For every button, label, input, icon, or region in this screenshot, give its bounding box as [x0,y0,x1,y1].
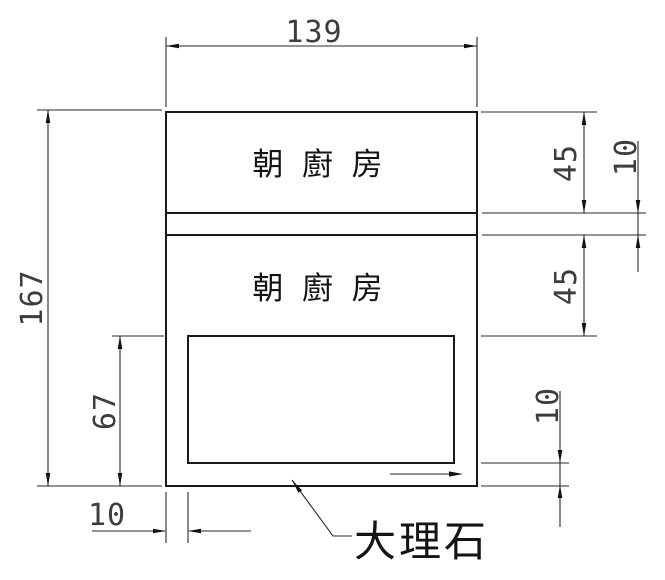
arrowhead-up-icon [581,112,587,125]
arrowhead-down-icon [581,323,587,336]
arrowhead-up-icon [635,235,641,248]
dim-text-panel-gap: 10 [609,138,644,176]
dim-text-left-edge: 10 [88,498,126,533]
dim-opening-height: 67 [88,335,164,486]
arrowhead-down-icon [635,200,641,213]
arrowhead-upleft-icon [292,480,302,493]
marble-direction-arrow [390,471,463,477]
marble-leader: 大理石 [291,479,489,565]
dim-text-bottom-edge: 10 [531,387,566,425]
dim-overall-width: 139 [165,15,478,107]
marble-opening-rect [187,335,455,464]
arrowhead-right-icon [153,528,166,534]
dim-middle-panel: 45 [481,235,597,337]
arrowhead-down-icon [557,450,563,463]
dim-bottom-edge: 10 [481,387,569,527]
arrowhead-left-icon [188,528,201,534]
arrowhead-left-icon [166,43,179,49]
cabinet-outline [165,111,478,487]
dim-text-overall-height: 167 [15,269,50,326]
arrowhead-up-icon [117,336,123,349]
arrowhead-down-icon [581,200,587,213]
material-label: 大理石 [354,518,489,565]
arrowhead-right-icon [449,471,463,477]
dim-text-opening-height: 67 [88,392,123,430]
dim-top-panel: 45 [481,111,646,214]
dim-panel-gap: 10 [482,138,646,272]
room-label-top: 朝 廚 房 [252,147,387,182]
dim-text-overall-width: 139 [285,15,342,50]
outer-cabinet-rect [165,111,478,487]
arrowhead-up-icon [45,110,51,123]
arrowhead-down-icon [45,473,51,486]
arrowhead-down-icon [117,473,123,486]
dim-left-edge: 10 [88,492,251,543]
dim-overall-height: 167 [15,109,162,487]
dim-text-middle-panel: 45 [549,267,584,305]
arrowhead-right-icon [464,43,477,49]
arrowhead-up-icon [557,485,563,498]
room-label-middle: 朝 廚 房 [252,271,387,306]
leader-line [291,479,352,537]
arrowhead-up-icon [581,235,587,248]
dim-text-top-panel: 45 [549,144,584,182]
